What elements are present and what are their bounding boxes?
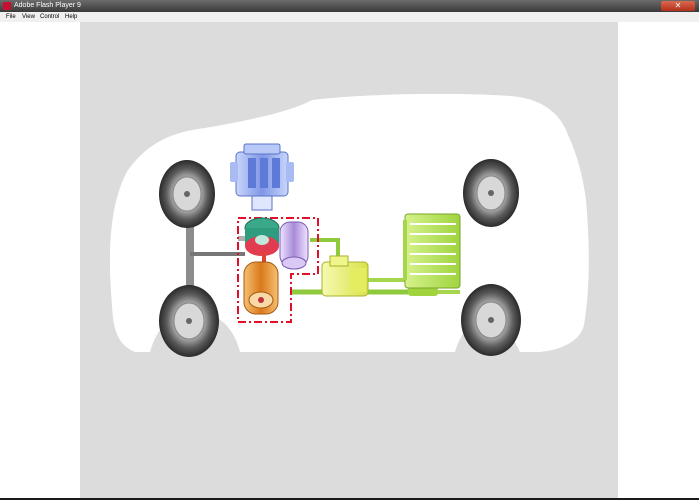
battery-icon [403,213,461,289]
wheel-icon [159,160,215,228]
menu-control[interactable]: Control [40,14,60,20]
wheel-icon [461,284,521,356]
wheel-icon [463,159,519,227]
car-body-silhouette [109,93,589,353]
title-bar: Adobe Flash Player 9 ✕ [0,0,699,12]
close-button[interactable]: ✕ [661,1,695,11]
wheel-icon [159,285,219,357]
menu-help[interactable]: Help [65,14,78,20]
power-split-highlight-box [237,217,319,323]
power-path-motor-inverter [310,238,340,262]
gear-link [262,252,266,264]
window-title: Adobe Flash Player 9 [14,2,81,9]
electric-motor-icon [279,221,309,270]
menu-file[interactable]: File [6,14,16,20]
engine-icon [230,143,294,211]
menu-view[interactable]: View [22,14,35,20]
front-axle-shaft [186,200,194,300]
axle-crossbar [190,252,245,256]
electric-motor-icon [243,261,279,315]
flash-player-icon [3,2,11,10]
window-bottom-border [0,498,699,500]
generator-icon [244,217,280,256]
inverter-icon [321,255,369,297]
